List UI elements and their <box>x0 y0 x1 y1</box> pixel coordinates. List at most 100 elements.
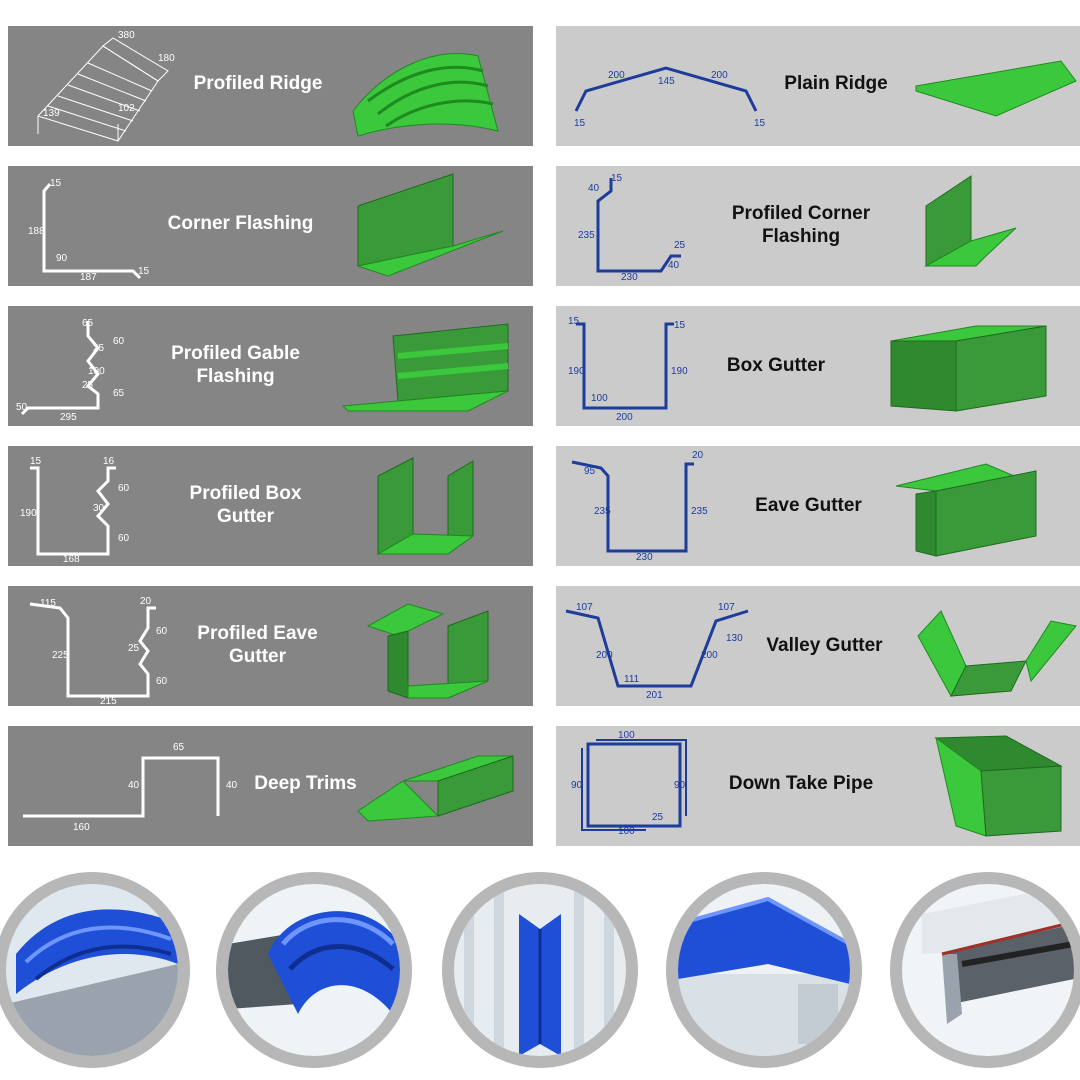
profiled-box-gutter-drawing: 15 16 190 60 30 60 168 <box>20 456 475 565</box>
dim-5-3: 100 <box>88 366 105 377</box>
panel-deep-trims: 65 40 40 160 Deep Trims <box>8 726 533 846</box>
dim-7-6: 168 <box>63 554 80 565</box>
dim-7-5: 60 <box>118 533 130 544</box>
dim-5-6: 50 <box>16 402 28 413</box>
title-down-take-pipe: Down Take Pipe <box>728 773 874 794</box>
dim-3-3: 187 <box>80 272 97 283</box>
profiled-eave-gutter-drawing: 115 20 225 60 25 60 215 <box>29 596 489 706</box>
photo-eave-gutter <box>890 872 1080 1068</box>
dim-12-2: 90 <box>674 780 686 791</box>
dim-12-0: 100 <box>618 730 635 741</box>
panel-plain-ridge: 200 145 200 15 15 Plain Ridge <box>556 26 1080 146</box>
dim-9-2: 225 <box>52 650 69 661</box>
profiled-box-gutter-render <box>376 457 475 555</box>
eave-gutter-drawing: 95 20 235 235 230 <box>571 450 1037 563</box>
title-profiled-ridge: Profiled Ridge <box>193 73 323 94</box>
dim-6-3: 190 <box>671 366 688 377</box>
valley-gutter-drawing: 107 107 200 111 201 200 130 <box>565 602 1077 701</box>
dim-10-5: 200 <box>701 650 718 661</box>
dim-11-0: 65 <box>173 742 185 753</box>
dim-2-0: 200 <box>608 70 625 81</box>
dim-3-0: 15 <box>50 178 62 189</box>
dim-10-1: 107 <box>718 602 735 613</box>
profiled-eave-gutter-render <box>366 603 489 699</box>
dim-10-6: 130 <box>726 633 743 644</box>
dim-11-2: 40 <box>226 780 238 791</box>
dim-10-4: 201 <box>646 690 663 701</box>
dim-9-6: 215 <box>100 696 117 706</box>
corner-flashing-render <box>356 173 504 277</box>
title-valley-gutter: Valley Gutter <box>766 635 883 656</box>
panel-box-gutter: 15 15 190 190 100 200 Box Gutter <box>556 306 1080 426</box>
dim-3-1: 188 <box>28 226 45 237</box>
panel-profiled-eave-gutter: 115 20 225 60 25 60 215 Profiled Eave Gu… <box>8 586 533 706</box>
eave-gutter-render <box>895 463 1037 557</box>
dim-11-3: 160 <box>73 822 90 833</box>
dim-10-2: 200 <box>596 650 613 661</box>
dim-5-0: 65 <box>82 318 94 329</box>
dim-6-1: 15 <box>674 320 686 331</box>
dim-9-3: 60 <box>156 626 168 637</box>
dim-1-2: 102 <box>118 103 135 114</box>
dim-12-4: 100 <box>618 826 635 837</box>
photo-corner-flashing <box>442 872 638 1068</box>
dim-1-1: 180 <box>158 53 175 64</box>
profiled-corner-flashing-drawing: 40 15 235 230 40 25 <box>578 173 1017 283</box>
plain-ridge-drawing: 200 145 200 15 15 <box>574 60 1077 129</box>
dim-8-0: 95 <box>584 466 596 477</box>
dim-9-5: 60 <box>156 676 168 687</box>
title-profiled-corner-flashing: Profiled Corner Flashing <box>731 203 871 247</box>
dim-9-0: 115 <box>40 598 56 609</box>
dim-8-2: 235 <box>594 506 611 517</box>
title-box-gutter: Box Gutter <box>726 355 826 376</box>
dim-1-0: 380 <box>118 30 135 41</box>
title-profiled-box-gutter: Profiled Box Gutter <box>189 483 302 527</box>
plain-ridge-render <box>915 60 1077 117</box>
panel-profiled-gable-flashing: 65 25 60 100 65 25 50 295 Profiled Gable… <box>8 306 533 426</box>
dim-6-0: 15 <box>568 316 580 327</box>
dim-8-4: 230 <box>636 552 653 563</box>
dim-11-1: 40 <box>128 780 140 791</box>
photo-plain-ridge <box>666 872 862 1068</box>
box-gutter-drawing: 15 15 190 190 100 200 <box>568 316 1047 423</box>
dim-10-3: 111 <box>624 674 640 685</box>
panel-profiled-box-gutter: 15 16 190 60 30 60 168 Profiled Box Gutt… <box>8 446 533 566</box>
photo-curved-ridge <box>216 872 412 1068</box>
dim-5-4: 65 <box>113 388 125 399</box>
dim-4-0: 40 <box>588 183 600 194</box>
dim-5-7: 295 <box>60 412 77 423</box>
dim-2-1: 145 <box>658 76 675 87</box>
panel-eave-gutter: 95 20 235 235 230 Eave Gutter <box>556 446 1080 566</box>
profiled-gable-flashing-render <box>341 323 509 412</box>
deep-trims-drawing: 65 40 40 160 <box>23 742 514 833</box>
dim-8-3: 235 <box>691 506 708 517</box>
dim-8-1: 20 <box>692 450 704 461</box>
dim-9-4: 25 <box>128 643 140 654</box>
dim-9-1: 20 <box>140 596 152 607</box>
panel-profiled-corner-flashing: 40 15 235 230 40 25 Profiled Corner Flas… <box>556 166 1080 286</box>
box-gutter-render <box>890 325 1047 412</box>
dim-7-0: 15 <box>30 456 42 467</box>
corner-flashing-drawing: 15 188 90 187 15 <box>28 173 504 283</box>
dim-6-2: 190 <box>568 366 585 377</box>
dim-5-2: 60 <box>113 336 125 347</box>
profiled-ridge-drawing: 380 180 102 139 <box>37 30 499 142</box>
dim-4-3: 230 <box>621 272 638 283</box>
dim-12-1: 90 <box>571 780 583 791</box>
dim-3-4: 15 <box>138 266 150 277</box>
title-profiled-eave-gutter: Profiled Eave Gutter <box>197 623 318 667</box>
dim-1-3: 139 <box>43 108 60 119</box>
title-deep-trims: Deep Trims <box>254 773 357 794</box>
dim-10-0: 107 <box>576 602 593 613</box>
dim-2-2: 200 <box>711 70 728 81</box>
dim-2-3: 15 <box>574 118 586 129</box>
dim-3-2: 90 <box>56 253 68 264</box>
panel-valley-gutter: 107 107 200 111 201 200 130 Valley Gutte… <box>556 586 1080 706</box>
dim-5-5: 25 <box>82 380 94 391</box>
dim-6-4: 100 <box>591 393 608 404</box>
panel-down-take-pipe: 100 90 90 25 100 Down Take Pipe <box>556 726 1080 846</box>
dim-7-1: 16 <box>103 456 115 467</box>
panel-corner-flashing: 15 188 90 187 15 Corner Flashing <box>8 166 533 286</box>
profiled-ridge-render <box>352 52 499 137</box>
title-eave-gutter: Eave Gutter <box>755 495 862 516</box>
